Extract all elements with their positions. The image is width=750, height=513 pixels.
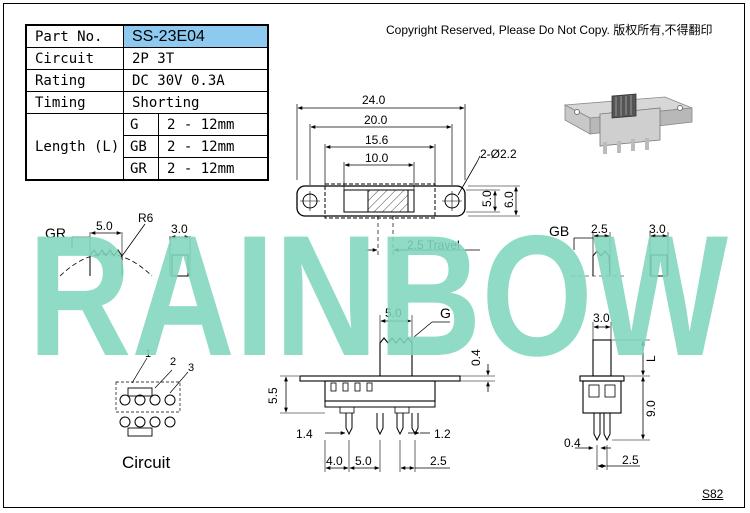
- gb-label: GB: [549, 223, 569, 239]
- front-dim-5: 5.0: [385, 306, 402, 320]
- rainbow-watermark: RAINBOW: [28, 200, 729, 392]
- spec-row-circuit: Circuit 2P 3T: [25, 47, 269, 70]
- dim-24: 24.0: [362, 93, 386, 107]
- gr-dim-5: 5.0: [96, 219, 113, 233]
- dim-5-right: 5.0: [480, 190, 494, 207]
- front-dim-5-5: 5.5: [266, 387, 280, 404]
- gb-dim-2-5: 2.5: [591, 222, 608, 236]
- dim-10: 10.0: [365, 151, 389, 165]
- timing-label: Timing: [25, 91, 124, 114]
- side-dim-0-4: 0.4: [564, 436, 581, 450]
- front-dim-2-5: 2.5: [430, 454, 447, 468]
- circuit-schematic: [115, 357, 189, 437]
- side-dim-9: 9.0: [644, 400, 658, 417]
- length-type-gr: GR: [123, 157, 159, 181]
- dim-holes: 2-Ø2.2: [480, 147, 517, 161]
- front-dim-0-4: 0.4: [469, 349, 483, 366]
- front-dim-4: 4.0: [326, 454, 343, 468]
- copyright-notice: Copyright Reserved, Please Do Not Copy. …: [386, 23, 713, 37]
- side-dim-l: L: [644, 355, 658, 362]
- length-value-gr: 2 - 12mm: [158, 157, 269, 181]
- length-value-gb: 2 - 12mm: [158, 135, 269, 158]
- dim-travel: 2.5 Travel: [407, 238, 460, 252]
- spec-row-timing: Timing Shorting: [25, 91, 269, 114]
- circuit-pos-1: 1: [145, 348, 151, 360]
- front-dim-1-4: 1.4: [296, 427, 313, 441]
- part-number: SS-23E04: [123, 24, 269, 48]
- circuit-pos-3: 3: [188, 362, 194, 374]
- gr-label: GR: [45, 225, 66, 241]
- length-label: Length (L): [25, 113, 124, 181]
- side-dim-3: 3.0: [593, 311, 610, 325]
- front-g-label: G: [440, 305, 451, 321]
- circuit-pos-2: 2: [170, 356, 176, 368]
- front-view: [280, 315, 495, 472]
- dim-20: 20.0: [364, 113, 388, 127]
- length-type-gb: GB: [123, 135, 159, 158]
- sheet-border: [3, 3, 745, 508]
- spec-row-length-gb: GB 2 - 12mm: [26, 135, 269, 158]
- gb-dim-3: 3.0: [649, 222, 666, 236]
- circuit-caption: Circuit: [122, 453, 170, 472]
- product-photo: [563, 93, 693, 154]
- side-view: [575, 322, 650, 470]
- dim-15-6: 15.6: [365, 133, 389, 147]
- gb-actuator-detail: [571, 232, 669, 277]
- dim-6: 6.0: [502, 191, 516, 208]
- side-dim-2-5: 2.5: [622, 453, 639, 467]
- circuit-value: 2P 3T: [123, 47, 269, 70]
- front-dim-1-2: 1.2: [434, 427, 451, 441]
- spec-table: Part No. SS-23E04 Circuit 2P 3T Rating D…: [25, 24, 269, 181]
- top-view: [296, 104, 520, 258]
- spec-row-length-g: Length (L) G 2 - 12mm: [25, 113, 269, 181]
- front-dim-5b: 5.0: [355, 454, 372, 468]
- gr-dim-3: 3.0: [171, 222, 188, 236]
- page-code: S82: [702, 487, 724, 501]
- gr-dim-r6: R6: [138, 211, 154, 225]
- spec-row-length-gr: GR 2 - 12mm: [26, 157, 269, 181]
- gr-actuator-detail: [59, 223, 191, 277]
- rating-label: Rating: [25, 69, 124, 92]
